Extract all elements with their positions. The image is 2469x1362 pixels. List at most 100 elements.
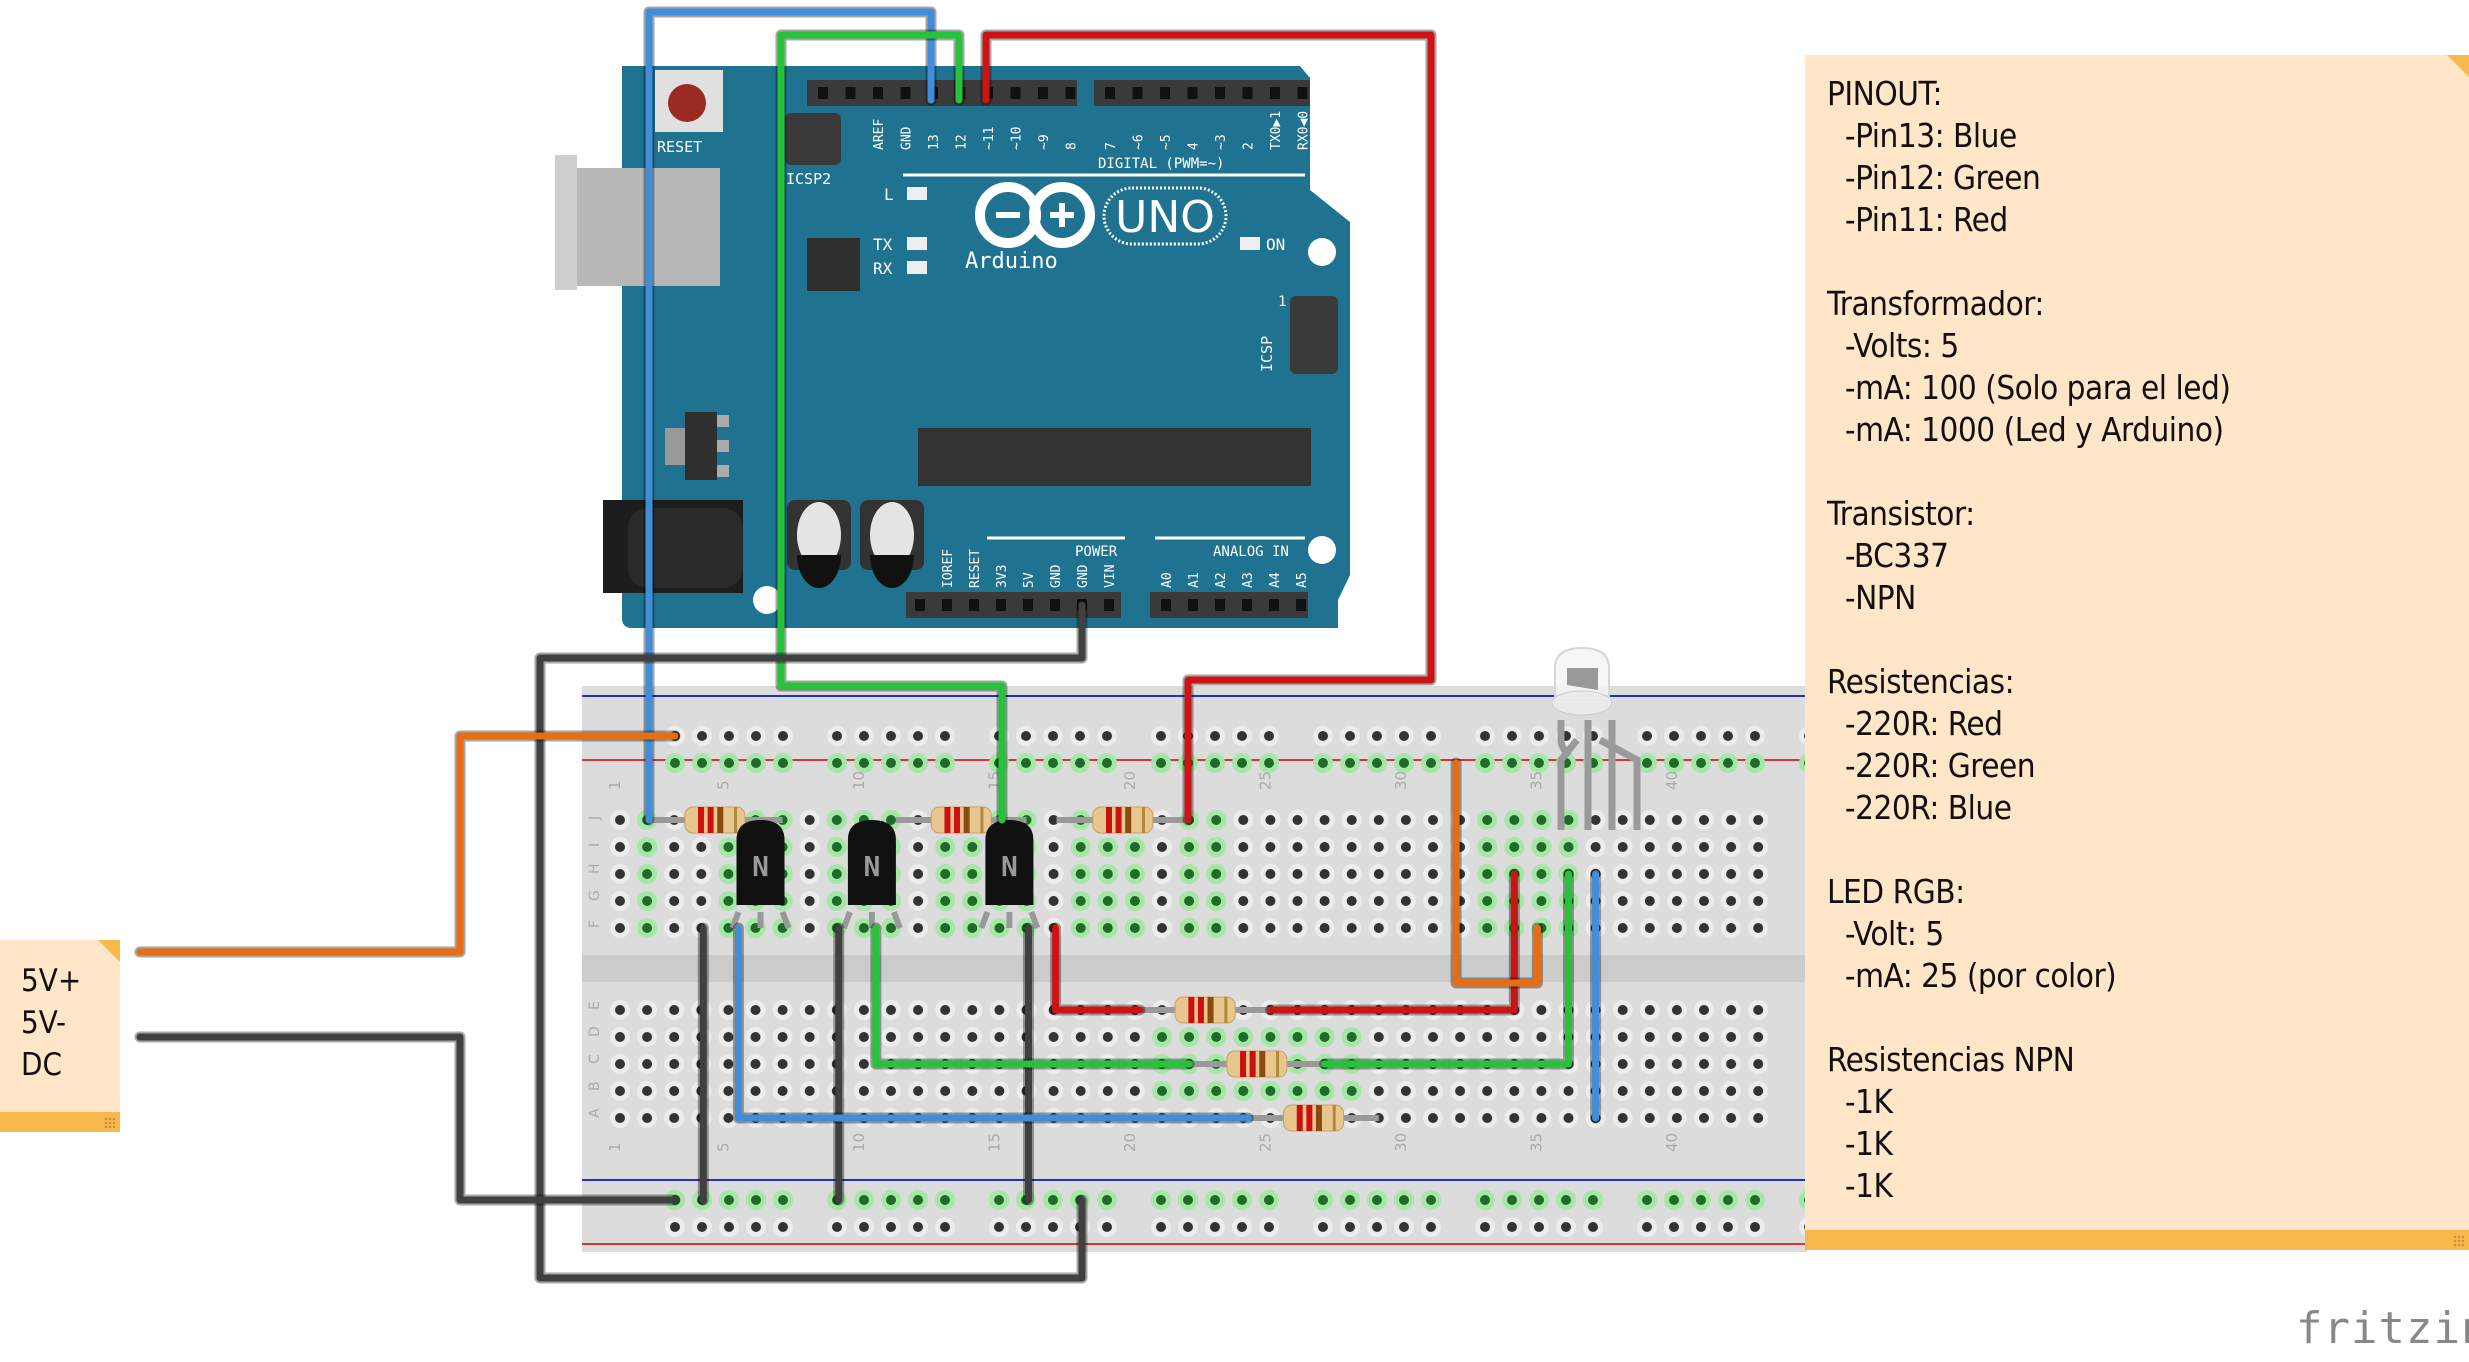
- header-pin[interactable]: [1023, 599, 1033, 611]
- hole-center: [1210, 731, 1220, 741]
- resistor[interactable]: [647, 806, 783, 834]
- resistor[interactable]: [1139, 996, 1271, 1024]
- wire-led-green[interactable]: [1321, 870, 1572, 1068]
- hole-center: [1723, 1222, 1733, 1232]
- hole-center: [967, 842, 978, 852]
- power-supply-note[interactable]: 5V+5V-DC: [0, 940, 120, 1132]
- header-pin[interactable]: [969, 599, 979, 611]
- wire-5v-negative[interactable]: [136, 1033, 679, 1204]
- transistor-label: N: [1001, 850, 1018, 883]
- hole-center: [723, 1086, 734, 1096]
- hole-center: [1617, 1113, 1628, 1123]
- wire-pin11-red[interactable]: [982, 31, 1435, 824]
- header-pin[interactable]: [818, 87, 828, 99]
- npn-transistor[interactable]: N: [978, 820, 1041, 930]
- note-line: -Pin13: Blue: [1827, 116, 2017, 155]
- header-pin[interactable]: [1270, 87, 1280, 99]
- npn-transistor[interactable]: N: [841, 820, 903, 930]
- header-pin[interactable]: [900, 87, 911, 99]
- hole-center: [1238, 869, 1249, 879]
- wire-pin13-blue[interactable]: [645, 8, 935, 824]
- wire-collector-green[interactable]: [872, 924, 1193, 1068]
- hole-center: [1400, 869, 1411, 879]
- hole-center: [886, 1222, 896, 1232]
- resistor-band: [717, 807, 724, 833]
- header-pin[interactable]: [1187, 87, 1198, 99]
- header-pin[interactable]: [1010, 87, 1021, 99]
- hole-center: [1617, 896, 1628, 906]
- wire-collector-blue[interactable]: [734, 924, 1252, 1122]
- hole-center: [1400, 842, 1411, 852]
- icsp-pin1-label: 1: [1278, 294, 1286, 310]
- digital-label: DIGITAL (PWM=~): [1098, 156, 1224, 172]
- resistor[interactable]: [1248, 1104, 1379, 1132]
- wire-pin12-green[interactable]: [777, 31, 1006, 824]
- hole-center: [1021, 1222, 1031, 1232]
- resize-grip-icon[interactable]: [104, 1117, 116, 1129]
- header-pin[interactable]: [942, 599, 952, 611]
- header-pin[interactable]: [1215, 599, 1225, 611]
- hole-center: [1726, 1005, 1737, 1015]
- hole-center: [1048, 842, 1059, 852]
- header-pin[interactable]: [1104, 599, 1114, 611]
- header-pin[interactable]: [1065, 87, 1076, 99]
- header-pin[interactable]: [1297, 87, 1308, 99]
- digital-pin-label: 8: [1065, 142, 1080, 150]
- header-pin[interactable]: [1160, 87, 1170, 99]
- info-note[interactable]: PINOUT: -Pin13: Blue -Pin12: Green -Pin1…: [1805, 55, 2469, 1250]
- hole-center: [1265, 869, 1276, 879]
- npn-transistor[interactable]: N: [729, 820, 792, 930]
- header-pin[interactable]: [1050, 599, 1060, 611]
- header-pin[interactable]: [1105, 87, 1115, 99]
- transistor-label: N: [863, 850, 880, 883]
- note-line: Resistencias:: [1827, 662, 2015, 701]
- wire-collector-red[interactable]: [1052, 924, 1144, 1014]
- digital-pin-label: 13: [927, 134, 942, 150]
- header-pin[interactable]: [996, 599, 1006, 611]
- hole-center: [1671, 1059, 1682, 1069]
- hole-center: [1373, 815, 1384, 825]
- resistor[interactable]: [1189, 1050, 1325, 1078]
- hole-center: [696, 896, 707, 906]
- rgb-led[interactable]: [1551, 646, 1641, 830]
- wire-gnd[interactable]: [536, 601, 1086, 1282]
- hole-center: [778, 1222, 788, 1232]
- hole-center: [1750, 731, 1760, 741]
- hole-center: [1129, 1032, 1140, 1042]
- column-number: 20: [1121, 771, 1139, 790]
- hole-center: [1671, 869, 1682, 879]
- wire-5v-positive[interactable]: [136, 732, 679, 956]
- hole-center: [1075, 923, 1086, 933]
- hole-center: [1373, 1032, 1384, 1042]
- analog-pin-label: A5: [1295, 572, 1310, 588]
- header-pin[interactable]: [1161, 599, 1171, 611]
- header-pin[interactable]: [1215, 87, 1225, 99]
- hole-center: [1210, 1222, 1220, 1232]
- header-pin[interactable]: [1242, 87, 1253, 99]
- wire-led-anode[interactable]: [1452, 759, 1541, 987]
- header-pin[interactable]: [1296, 599, 1306, 611]
- digital-pin-label: GND: [900, 126, 915, 150]
- wire-led-red[interactable]: [1266, 870, 1518, 1014]
- header-pin[interactable]: [1188, 599, 1198, 611]
- hole-center: [1292, 842, 1303, 852]
- header-pin[interactable]: [1269, 599, 1279, 611]
- note-line: -Volts: 5: [1827, 326, 1959, 365]
- resize-grip-icon[interactable]: [2453, 1235, 2465, 1247]
- header-pin[interactable]: [873, 87, 883, 99]
- hole-center: [615, 1032, 625, 1042]
- header-pin[interactable]: [1132, 87, 1143, 99]
- header-pin[interactable]: [1242, 599, 1252, 611]
- hole-center: [1644, 869, 1655, 879]
- hole-center: [886, 1005, 896, 1015]
- header-pin[interactable]: [845, 87, 856, 99]
- note-line: Resistencias NPN: [1827, 1040, 2075, 1079]
- header-pin[interactable]: [1038, 87, 1048, 99]
- hole-center: [1184, 896, 1195, 906]
- resistor[interactable]: [1056, 806, 1190, 834]
- header-pin[interactable]: [915, 599, 925, 611]
- breadboard[interactable]: JIHGFEDCBA115510101515202025253030353540…: [582, 686, 1927, 1252]
- led-rx: [907, 261, 927, 274]
- capacitor: [787, 500, 851, 588]
